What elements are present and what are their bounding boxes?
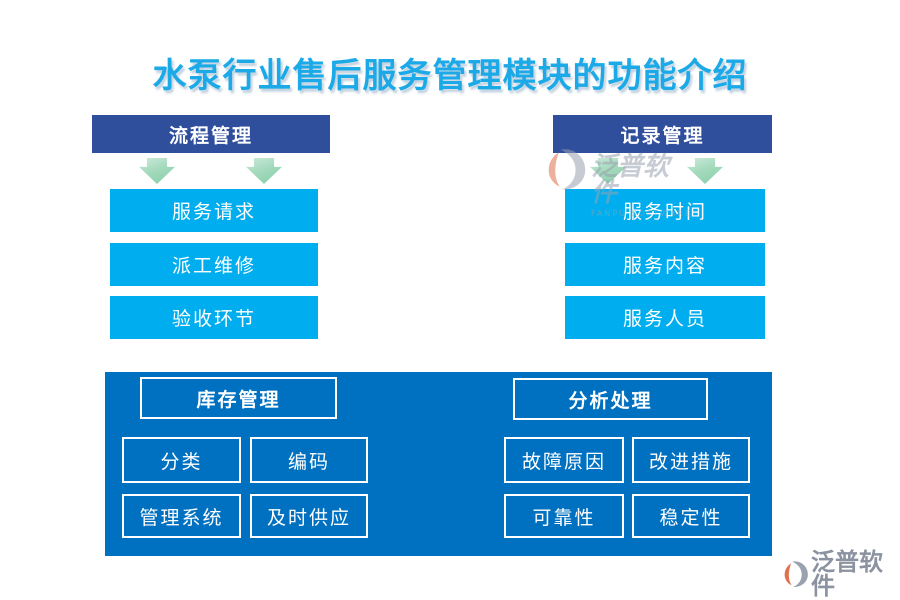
footer-logo: 泛普软件 www.fanpusoft.com (781, 547, 900, 600)
inventory-management-header: 库存管理 (140, 377, 337, 419)
record-item-service-time: 服务时间 (565, 189, 765, 232)
flow-management-header: 流程管理 (92, 115, 330, 153)
analysis-processing-header: 分析处理 (513, 378, 708, 420)
flow-item-acceptance-step: 验收环节 (110, 296, 318, 339)
flow-item-dispatch-repair: 派工维修 (110, 243, 318, 286)
analysis-item-failure-cause: 故障原因 (504, 437, 624, 483)
down-arrow-icon (246, 158, 282, 184)
fanpu-logo-icon (784, 561, 808, 587)
down-arrow-icon (687, 158, 723, 184)
analysis-item-reliability: 可靠性 (504, 494, 624, 538)
inventory-item-management-system: 管理系统 (122, 494, 241, 538)
inventory-item-classification: 分类 (122, 437, 241, 483)
analysis-item-improvement-measures: 改进措施 (632, 437, 750, 483)
down-arrow-icon (590, 158, 626, 184)
bottom-panel: 库存管理 分类 编码 管理系统 及时供应 分析处理 故障原因 改进措施 可靠性 … (105, 372, 772, 556)
inventory-item-timely-supply: 及时供应 (250, 494, 368, 538)
inventory-item-coding: 编码 (250, 437, 368, 483)
down-arrow-icon (139, 158, 175, 184)
record-management-header: 记录管理 (553, 115, 772, 153)
footer-brand-text: 泛普软件 (811, 547, 883, 600)
analysis-item-stability: 稳定性 (632, 494, 750, 538)
record-item-service-staff: 服务人员 (565, 296, 765, 339)
flow-item-service-request: 服务请求 (110, 189, 318, 232)
page-title: 水泵行业售后服务管理模块的功能介绍 (152, 56, 748, 96)
record-item-service-content: 服务内容 (565, 243, 765, 286)
